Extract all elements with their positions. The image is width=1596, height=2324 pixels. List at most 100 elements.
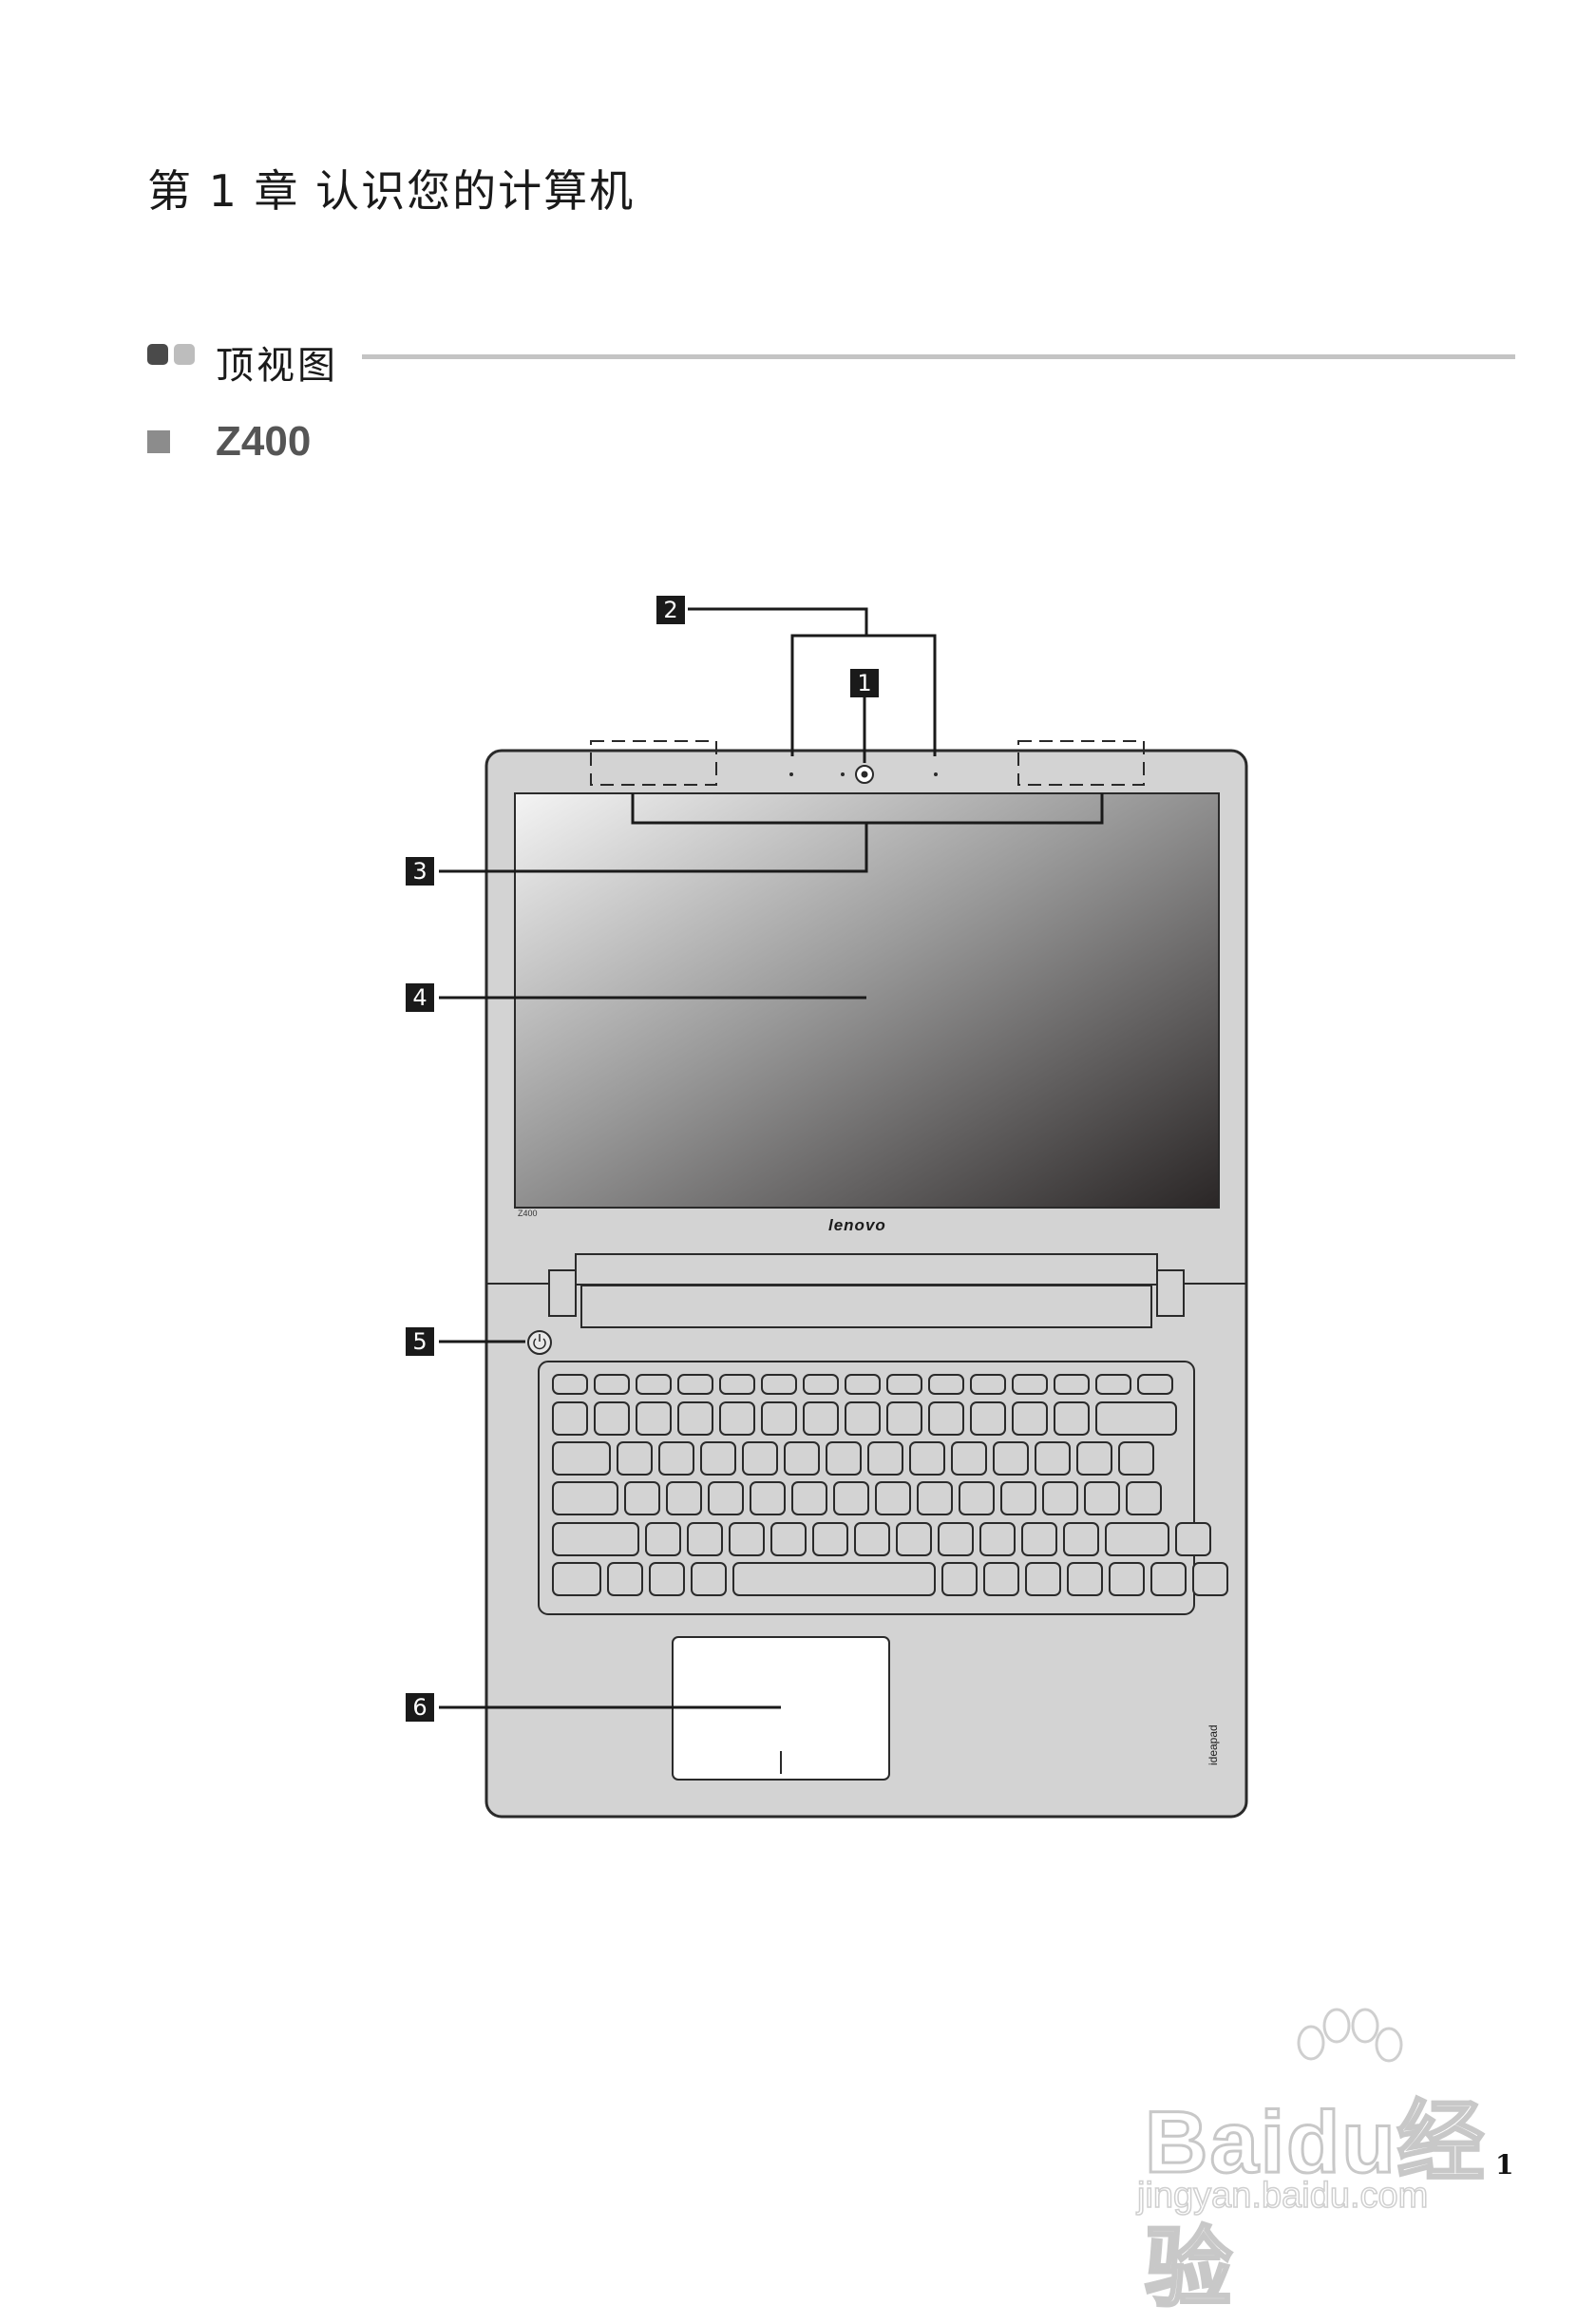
keyboard-key: [743, 1442, 777, 1475]
keyboard-key: [910, 1442, 944, 1475]
keyboard-key: [980, 1523, 1015, 1555]
keyboard-key: [918, 1482, 952, 1514]
keyboard-key: [709, 1482, 743, 1514]
lenovo-logo: lenovo: [828, 1216, 886, 1235]
hinge-cap-left: [549, 1270, 576, 1316]
keyboard-key: [750, 1482, 785, 1514]
keyboard-key: [792, 1482, 826, 1514]
keyboard-key: [1176, 1523, 1210, 1555]
keyboard-key: [1138, 1375, 1172, 1394]
keyboard-key: [1193, 1563, 1227, 1595]
keyboard-key: [804, 1402, 838, 1435]
callout-3: 3: [406, 857, 434, 886]
keyboard-key: [553, 1523, 638, 1555]
keyboard-key: [1022, 1523, 1056, 1555]
microphone-left: [789, 772, 793, 776]
laptop-top-view-diagram: [0, 0, 1596, 2261]
keyboard-key: [868, 1442, 902, 1475]
keyboard-key: [636, 1375, 671, 1394]
watermark-url: jingyan.baidu.com: [1137, 2176, 1428, 2217]
keyboard-key: [1036, 1442, 1070, 1475]
keyboard-key: [1013, 1402, 1047, 1435]
keyboard-key: [785, 1442, 819, 1475]
keyboard-key: [1013, 1375, 1047, 1394]
keyboard-key: [553, 1442, 610, 1475]
keyboard-key: [1096, 1402, 1176, 1435]
keyboard-key: [1085, 1482, 1119, 1514]
keyboard-key: [701, 1442, 735, 1475]
keyboard-key: [762, 1402, 796, 1435]
ideapad-logo: ideapad: [1206, 1724, 1220, 1765]
keyboard-key: [688, 1523, 722, 1555]
microphone-right: [934, 772, 938, 776]
keyboard-key: [553, 1563, 600, 1595]
keyboard-key: [1043, 1482, 1077, 1514]
keyboard-key: [636, 1402, 671, 1435]
keyboard-key: [939, 1523, 973, 1555]
keyboard-key: [971, 1375, 1005, 1394]
keyboard-key: [1001, 1482, 1036, 1514]
keyboard-key: [1119, 1442, 1153, 1475]
keyboard-key: [952, 1442, 986, 1475]
callout-5: 5: [406, 1327, 434, 1356]
keyboard-key: [804, 1375, 838, 1394]
screen-model-label: Z400: [518, 1209, 538, 1218]
keyboard-key: [994, 1442, 1028, 1475]
keyboard-key: [553, 1482, 618, 1514]
keyboard-key: [730, 1523, 764, 1555]
keyboard-key: [692, 1563, 726, 1595]
keyboard-key: [733, 1563, 935, 1595]
keyboard-key: [984, 1563, 1018, 1595]
keyboard-key: [971, 1402, 1005, 1435]
keyboard-key: [813, 1523, 847, 1555]
keyboard-key: [646, 1523, 680, 1555]
keyboard-key: [659, 1442, 694, 1475]
keyboard-key: [929, 1375, 963, 1394]
keyboard-key: [834, 1482, 868, 1514]
keyboard-key: [897, 1523, 931, 1555]
keyboard-key: [929, 1402, 963, 1435]
keyboard-key: [650, 1563, 684, 1595]
keyboard-key: [1054, 1375, 1089, 1394]
camera-indicator: [841, 772, 845, 776]
keyboard-key: [1026, 1563, 1060, 1595]
keyboard-key: [887, 1402, 922, 1435]
callout-2: 2: [656, 596, 685, 624]
keyboard-key: [678, 1375, 712, 1394]
keyboard-key: [618, 1442, 652, 1475]
hinge-lower: [581, 1286, 1151, 1327]
hinge-cap-right: [1157, 1270, 1184, 1316]
keyboard-key: [667, 1482, 701, 1514]
keyboard-key: [942, 1563, 977, 1595]
keyboard-key: [887, 1375, 922, 1394]
keyboard-key: [846, 1402, 880, 1435]
keyboard-key: [1068, 1563, 1102, 1595]
keyboard-key: [960, 1482, 994, 1514]
keyboard-key: [1054, 1402, 1089, 1435]
keyboard-key: [1064, 1523, 1098, 1555]
hinge-bar: [576, 1254, 1157, 1285]
keyboard-key: [595, 1402, 629, 1435]
keyboard-key: [553, 1375, 587, 1394]
keyboard-key: [1151, 1563, 1186, 1595]
keyboard-key: [876, 1482, 910, 1514]
keyboard-key: [625, 1482, 659, 1514]
keyboard-key: [720, 1402, 754, 1435]
keyboard-key: [826, 1442, 861, 1475]
camera-lens: [862, 771, 868, 778]
keyboard-key: [855, 1523, 889, 1555]
callout-1: 1: [850, 669, 879, 697]
keyboard-key: [678, 1402, 712, 1435]
callout-4: 4: [406, 983, 434, 1012]
callout-6: 6: [406, 1693, 434, 1722]
keyboard-key: [1106, 1523, 1168, 1555]
baidu-watermark: Baidu经验 jingyan.baidu.com: [1135, 2005, 1515, 2223]
keyboard-key: [1110, 1563, 1144, 1595]
keyboard-key: [720, 1375, 754, 1394]
keyboard-key: [1096, 1375, 1130, 1394]
manual-page: 第 1 章 认识您的计算机 顶视图 Z400: [0, 0, 1596, 2261]
keyboard-key: [1077, 1442, 1112, 1475]
keyboard-key: [846, 1375, 880, 1394]
keyboard-key: [771, 1523, 806, 1555]
page-number: 1: [1495, 2149, 1513, 2181]
